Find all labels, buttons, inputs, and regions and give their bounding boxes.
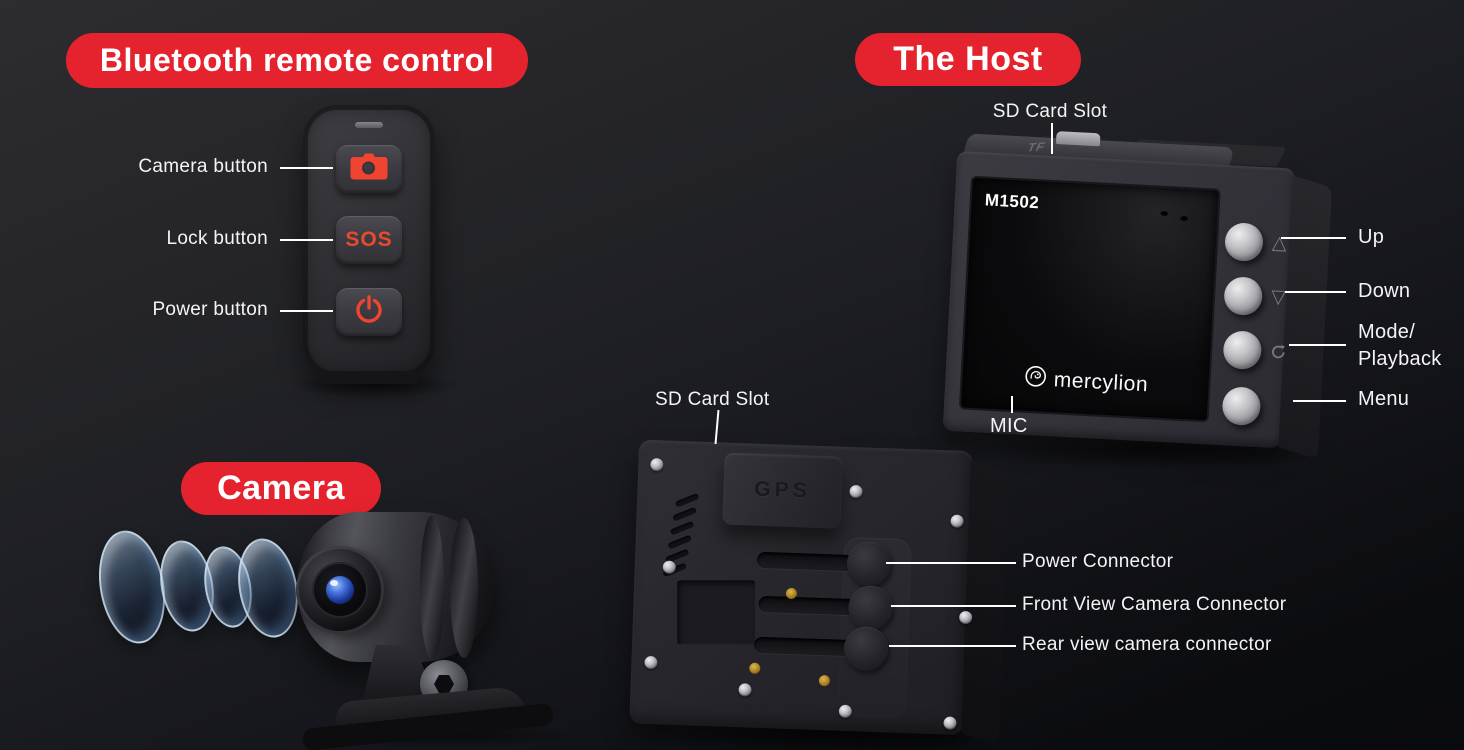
sos-label: SOS [345, 228, 393, 251]
front-camera-connector-callout-line [891, 605, 1016, 607]
lock-button-label: Lock button [166, 228, 268, 249]
mode-label-line2: Playback [1358, 348, 1442, 370]
camera-badge: Camera [181, 462, 381, 515]
mode-playback-label: Mode/ Playback [1358, 319, 1442, 373]
remote-camera-button [336, 145, 402, 193]
remote-sos-button: SOS [336, 216, 402, 264]
remote-power-button [336, 288, 402, 336]
rear-camera-connector-label: Rear view camera connector [1022, 634, 1272, 655]
mic-label: MIC [990, 415, 1028, 437]
rear-camera-connector-slot [753, 636, 855, 657]
gps-module: GPS [722, 452, 843, 529]
sd-card-slot-callout-line [1051, 123, 1053, 154]
mode-playback-icon [1269, 343, 1288, 367]
up-callout-line [1281, 237, 1346, 239]
brand-logo: mercylion [983, 363, 1190, 401]
power-connector-label: Power Connector [1022, 551, 1174, 572]
mic-callout-line [1011, 396, 1013, 413]
tf-slot-label: TF [1025, 139, 1048, 155]
mode-callout-line [1289, 344, 1346, 346]
sd-card-slot-label-back: SD Card Slot [655, 389, 770, 410]
menu-callout-line [1293, 400, 1346, 402]
lens-element [230, 533, 306, 643]
remote-base [318, 371, 420, 384]
host-back-side-face [961, 459, 1009, 746]
camera-icon [350, 153, 388, 185]
down-triangle-icon: ▽ [1270, 285, 1287, 309]
camera-button-callout-line [280, 167, 333, 169]
sd-card-tab [1055, 131, 1101, 147]
remote-indicator-light [355, 122, 383, 128]
camera-ring [420, 515, 444, 659]
power-icon [354, 294, 384, 330]
host-back-device: GPS [629, 439, 1013, 746]
gps-label: GPS [753, 477, 812, 503]
bluetooth-remote-device: SOS [303, 105, 435, 377]
host-front-device: TF M1502 mercylion △ ▽ [942, 131, 1350, 461]
bluetooth-remote-badge: Bluetooth remote control [66, 33, 528, 88]
up-triangle-icon: △ [1271, 231, 1288, 255]
front-camera-connector-label: Front View Camera Connector [1022, 594, 1287, 615]
camera-ring [450, 518, 478, 658]
sd-card-slot-back-callout-line [714, 409, 720, 445]
menu-label: Menu [1358, 388, 1410, 410]
power-button-callout-line [280, 310, 333, 312]
lock-button-callout-line [280, 239, 333, 241]
model-number: M1502 [984, 190, 1040, 213]
camera-button-label: Camera button [138, 156, 268, 177]
power-connector-callout-line [886, 562, 1016, 564]
mercylion-logo-icon [1024, 365, 1047, 393]
down-callout-line [1285, 291, 1346, 293]
power-button-label: Power button [152, 299, 268, 320]
label-recess [677, 580, 756, 645]
lens-highlight [330, 580, 338, 586]
rear-camera-connector-callout-line [889, 645, 1016, 647]
hex-socket [434, 675, 454, 693]
mode-label-line1: Mode/ [1358, 321, 1416, 343]
brand-name: mercylion [1053, 367, 1149, 396]
the-host-badge: The Host [855, 33, 1081, 86]
up-label: Up [1358, 226, 1385, 248]
down-label: Down [1358, 280, 1411, 302]
sd-card-slot-label-front: SD Card Slot [992, 101, 1108, 122]
